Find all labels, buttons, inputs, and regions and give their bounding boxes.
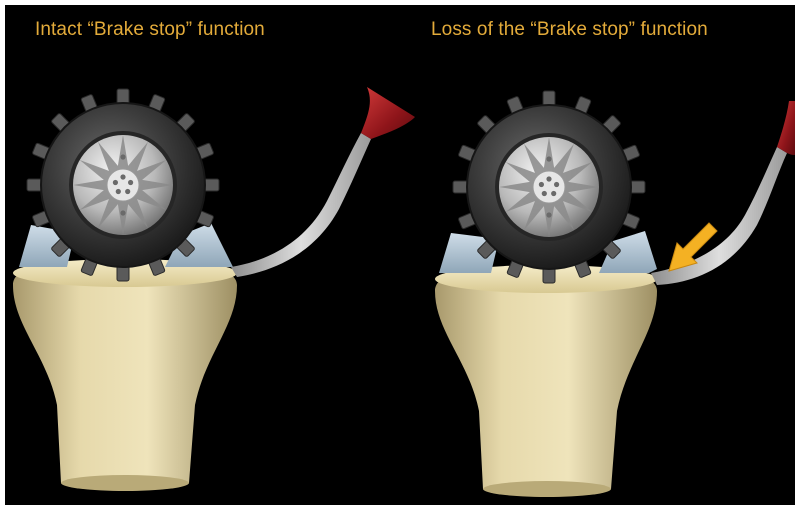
panel-intact: [13, 87, 415, 491]
tire-wheel-icon-right: [452, 90, 646, 284]
tibia-bone-right: [435, 265, 657, 497]
tendon-right: [651, 147, 787, 285]
figure-frame: Intact “Brake stop” function Loss of the…: [5, 5, 795, 505]
muscle-left: [361, 87, 415, 139]
yellow-arrow-icon: [668, 222, 718, 272]
tibia-bone-left: [13, 259, 237, 491]
tire-wheel-icon-left: [26, 88, 221, 282]
tendon-left: [231, 133, 371, 277]
meniscus-right-lateral: [599, 231, 657, 273]
meniscus-left-lateral: [165, 223, 233, 267]
panel-loss: [435, 90, 795, 497]
knee-brake-stop-diagram: [13, 87, 795, 497]
panel-title-intact: Intact “Brake stop” function: [35, 19, 265, 40]
panel-title-loss: Loss of the “Brake stop” function: [431, 19, 708, 40]
muscle-right: [777, 101, 795, 155]
